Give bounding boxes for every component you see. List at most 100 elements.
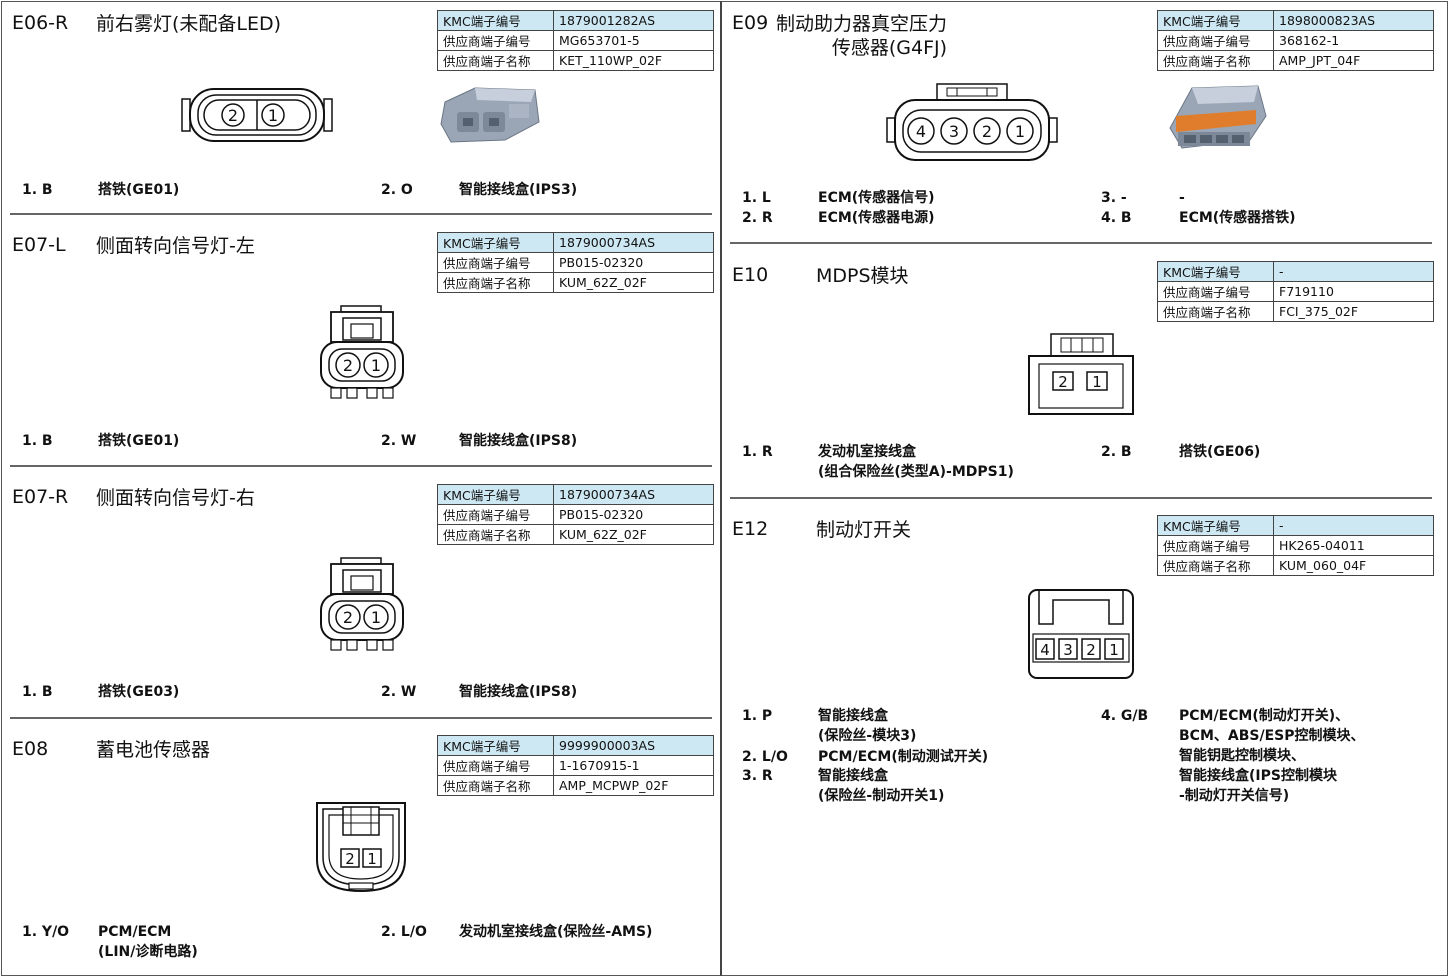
supplier-name-label: 供应商端子名称 <box>1157 50 1274 71</box>
pin-number: 1. B <box>22 433 53 449</box>
section-title: 前右雾灯(未配备LED) <box>96 13 282 35</box>
section-title: 制动灯开关 <box>816 519 912 541</box>
section-id: E07-L <box>12 234 66 256</box>
pin-label: 2 <box>1058 373 1068 391</box>
pin-description: ECM(传感器电源) <box>818 210 935 226</box>
pin-label: 1 <box>371 356 381 375</box>
pin-number: 1. B <box>22 182 53 198</box>
kmc-label: KMC端子编号 <box>1157 10 1274 31</box>
pin-description: 智能接线盒(IPS8) <box>459 433 578 449</box>
supplier-no-label: 供应商端子编号 <box>1157 281 1274 302</box>
pin-description: 发动机室接线盒 (组合保险丝(类型A)-MDPS1) <box>818 444 1014 480</box>
kmc-label: KMC端子编号 <box>437 735 554 756</box>
supplier-name-label: 供应商端子名称 <box>437 775 554 796</box>
supplier-name-value: KET_110WP_02F <box>553 50 714 71</box>
section-title: MDPS模块 <box>816 265 909 287</box>
pin-label: 2 <box>982 122 992 141</box>
pin-label: 1 <box>367 850 377 868</box>
kmc-label: KMC端子编号 <box>1157 515 1274 536</box>
pin-description: 搭铁(GE06) <box>1179 444 1261 460</box>
pin-description: 智能接线盒 (保险丝-模块3) <box>818 708 917 744</box>
kmc-label: KMC端子编号 <box>437 232 554 253</box>
section-id: E06-R <box>12 12 69 34</box>
connector-face-diagram: 2 1 <box>320 305 404 399</box>
pin-description: 发动机室接线盒(保险丝-AMS) <box>459 924 653 940</box>
section-divider <box>730 497 1432 499</box>
section-title: 制动助力器真空压力 传感器(G4FJ) <box>776 13 948 59</box>
supplier-no-label: 供应商端子编号 <box>437 504 554 525</box>
pin-label: 2 <box>1086 641 1096 659</box>
pin-number: 1. P <box>742 708 773 724</box>
kmc-value: 1898000823AS <box>1273 10 1434 31</box>
connector-face-diagram: 2 1 <box>320 557 404 651</box>
pin-label: 2 <box>345 850 355 868</box>
section-id: E08 <box>12 738 49 760</box>
pin-label: 1 <box>268 106 278 125</box>
pin-label: 1 <box>1109 641 1119 659</box>
supplier-no-value: HK265-04011 <box>1273 535 1434 556</box>
supplier-no-label: 供应商端子编号 <box>437 252 554 273</box>
pin-description: PCM/ECM(制动灯开关)、 BCM、ABS/ESP控制模块、 智能钥匙控制模… <box>1179 708 1365 804</box>
pin-label: 1 <box>1092 373 1102 391</box>
pin-number: 3. - <box>1101 190 1127 206</box>
supplier-name-label: 供应商端子名称 <box>1157 301 1274 322</box>
pin-number: 2. O <box>381 182 413 198</box>
pin-number: 3. R <box>742 768 773 784</box>
supplier-name-value: KUM_62Z_02F <box>553 524 714 545</box>
connector-face-diagram: 2 1 <box>1028 333 1134 415</box>
pin-description: 搭铁(GE03) <box>98 684 180 700</box>
pin-number: 1. R <box>742 444 773 460</box>
pin-description: ECM(传感器搭铁) <box>1179 210 1296 226</box>
pin-number: 2. L/O <box>381 924 427 940</box>
supplier-name-label: 供应商端子名称 <box>437 272 554 293</box>
pin-label: 2 <box>228 106 238 125</box>
supplier-name-label: 供应商端子名称 <box>437 524 554 545</box>
supplier-no-value: F719110 <box>1273 281 1434 302</box>
section-id: E10 <box>732 264 769 286</box>
connector-face-diagram: 4 3 2 1 <box>886 83 1058 161</box>
pin-description: PCM/ECM (LIN/诊断电路) <box>98 924 198 960</box>
pin-description: 智能接线盒(IPS3) <box>459 182 578 198</box>
kmc-value: 1879001282AS <box>553 10 714 31</box>
pin-description: 搭铁(GE01) <box>98 182 180 198</box>
supplier-no-value: PB015-02320 <box>553 504 714 525</box>
supplier-name-value: AMP_MCPWP_02F <box>553 775 714 796</box>
pin-label: 4 <box>916 122 926 141</box>
supplier-name-label: 供应商端子名称 <box>1157 555 1274 576</box>
supplier-name-value: KUM_060_04F <box>1273 555 1434 576</box>
pin-label: 1 <box>1015 122 1025 141</box>
pin-number: 2. W <box>381 684 417 700</box>
kmc-value: - <box>1273 515 1434 536</box>
supplier-no-value: 368162-1 <box>1273 30 1434 51</box>
supplier-no-label: 供应商端子编号 <box>1157 30 1274 51</box>
pin-label: 4 <box>1040 641 1050 659</box>
supplier-name-label: 供应商端子名称 <box>437 50 554 71</box>
pin-number: 1. Y/O <box>22 924 70 940</box>
connector-face-diagram: 2 1 <box>316 802 406 893</box>
section-id: E12 <box>732 518 769 540</box>
pin-description: 智能接线盒(IPS8) <box>459 684 578 700</box>
kmc-value: 1879000734AS <box>553 484 714 505</box>
pin-label: 3 <box>949 122 959 141</box>
supplier-no-value: MG653701-5 <box>553 30 714 51</box>
connector-photo <box>1169 85 1267 149</box>
kmc-value: - <box>1273 261 1434 282</box>
section-divider <box>10 717 712 719</box>
section-id: E07-R <box>12 486 69 508</box>
pin-description: 智能接线盒 (保险丝-制动开关1) <box>818 768 945 804</box>
pin-description: - <box>1179 190 1185 206</box>
section-divider <box>10 213 712 215</box>
section-title: 侧面转向信号灯-左 <box>96 235 255 257</box>
pin-label: 1 <box>371 608 381 627</box>
section-title: 蓄电池传感器 <box>96 739 211 761</box>
supplier-no-value: PB015-02320 <box>553 252 714 273</box>
column-divider <box>720 1 722 976</box>
section-title: 侧面转向信号灯-右 <box>96 487 255 509</box>
kmc-label: KMC端子编号 <box>1157 261 1274 282</box>
